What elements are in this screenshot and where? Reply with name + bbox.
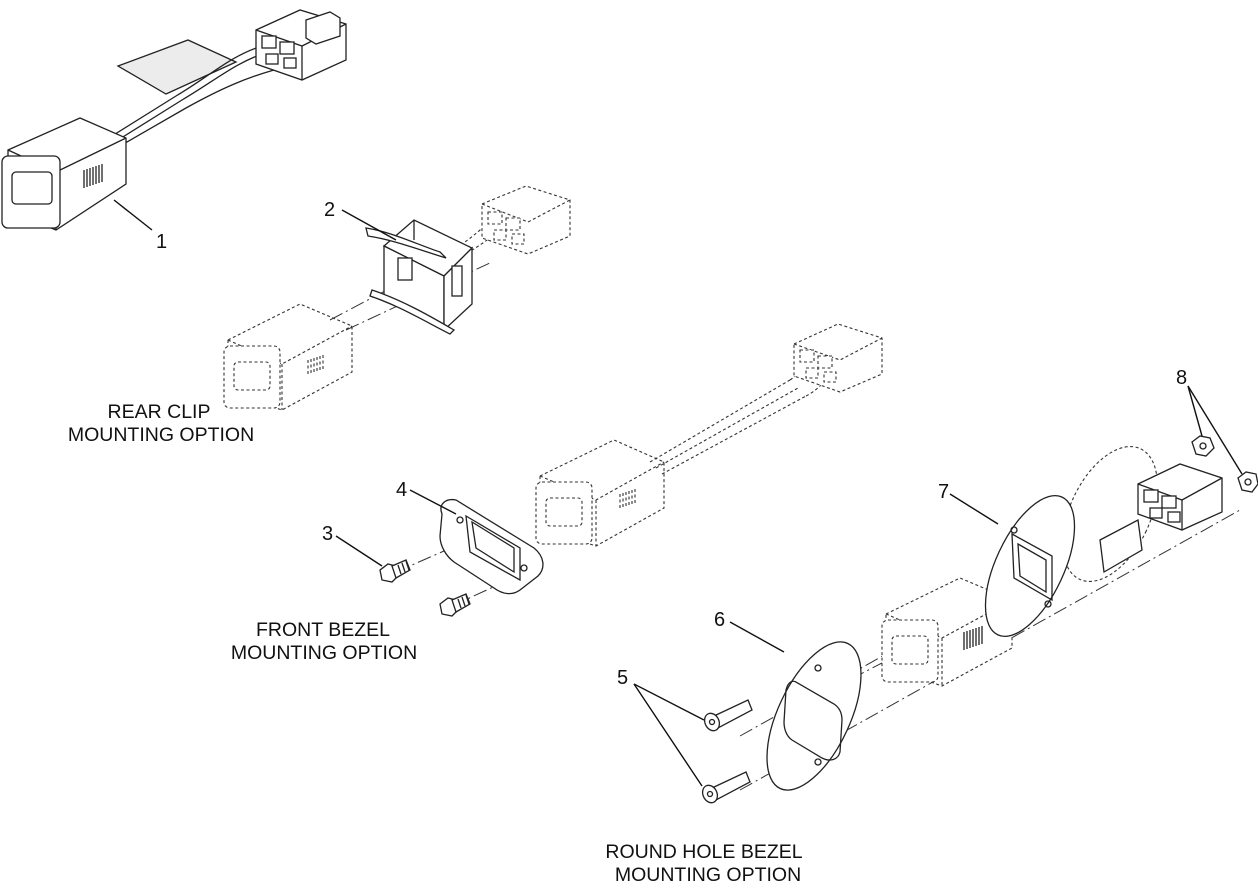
nut-lower bbox=[1237, 471, 1258, 493]
caption-rear-clip-line1: REAR CLIP bbox=[108, 401, 211, 423]
leader-5a bbox=[633, 683, 705, 721]
part-8-nuts bbox=[1191, 435, 1258, 493]
part-1-vent-grille bbox=[83, 164, 103, 188]
leader-7 bbox=[949, 493, 999, 525]
leader-8a bbox=[1187, 385, 1203, 437]
part-3-screws bbox=[379, 559, 471, 617]
leader-5b bbox=[633, 683, 703, 787]
callout-2: 2 bbox=[324, 199, 335, 221]
round-hole-connector bbox=[1137, 463, 1223, 531]
callout-7: 7 bbox=[938, 481, 949, 503]
part-4-front-bezel bbox=[439, 498, 544, 595]
leader-lines bbox=[113, 199, 1243, 787]
leader-3 bbox=[335, 535, 383, 567]
part-1-indicator-module bbox=[1, 9, 347, 231]
leader-1 bbox=[113, 199, 153, 231]
callout-6: 6 bbox=[714, 609, 725, 631]
part-2-ghost-connector bbox=[481, 185, 571, 255]
callout-8: 8 bbox=[1176, 367, 1187, 389]
bolt-upper bbox=[703, 699, 753, 732]
caption-rear-clip-line2: MOUNTING OPTION bbox=[68, 424, 254, 446]
round-hole-bezel-assembly bbox=[739, 435, 1258, 791]
leader-8b bbox=[1187, 385, 1243, 475]
callout-1: 1 bbox=[156, 231, 167, 253]
rear-clip-assembly bbox=[223, 185, 571, 411]
caption-front-bezel-line1: FRONT BEZEL bbox=[256, 619, 390, 641]
part-1-connector bbox=[255, 9, 347, 81]
callout-5: 5 bbox=[617, 667, 628, 689]
harness-label-tag bbox=[116, 39, 238, 95]
leader-6 bbox=[729, 621, 785, 653]
part-5-bolts bbox=[701, 699, 753, 804]
part-2-rear-clip bbox=[365, 219, 474, 335]
leader-4 bbox=[409, 489, 457, 515]
callout-4: 4 bbox=[396, 479, 407, 501]
front-bezel-module-assembly bbox=[395, 323, 883, 607]
ghost-connector-center bbox=[793, 323, 883, 393]
screw-lower bbox=[439, 593, 471, 617]
screw-upper bbox=[379, 559, 411, 583]
leader-2 bbox=[341, 209, 397, 241]
caption-round-hole-line1: ROUND HOLE BEZEL bbox=[605, 841, 802, 863]
part-7-round-plate bbox=[984, 494, 1076, 638]
caption-round-hole-line2: MOUNTING OPTION bbox=[615, 864, 801, 886]
callout-3: 3 bbox=[322, 523, 333, 545]
part-6-round-bezel bbox=[766, 641, 862, 791]
nut-upper bbox=[1191, 435, 1215, 457]
bolt-lower bbox=[701, 771, 751, 804]
caption-front-bezel-line2: MOUNTING OPTION bbox=[231, 642, 417, 664]
